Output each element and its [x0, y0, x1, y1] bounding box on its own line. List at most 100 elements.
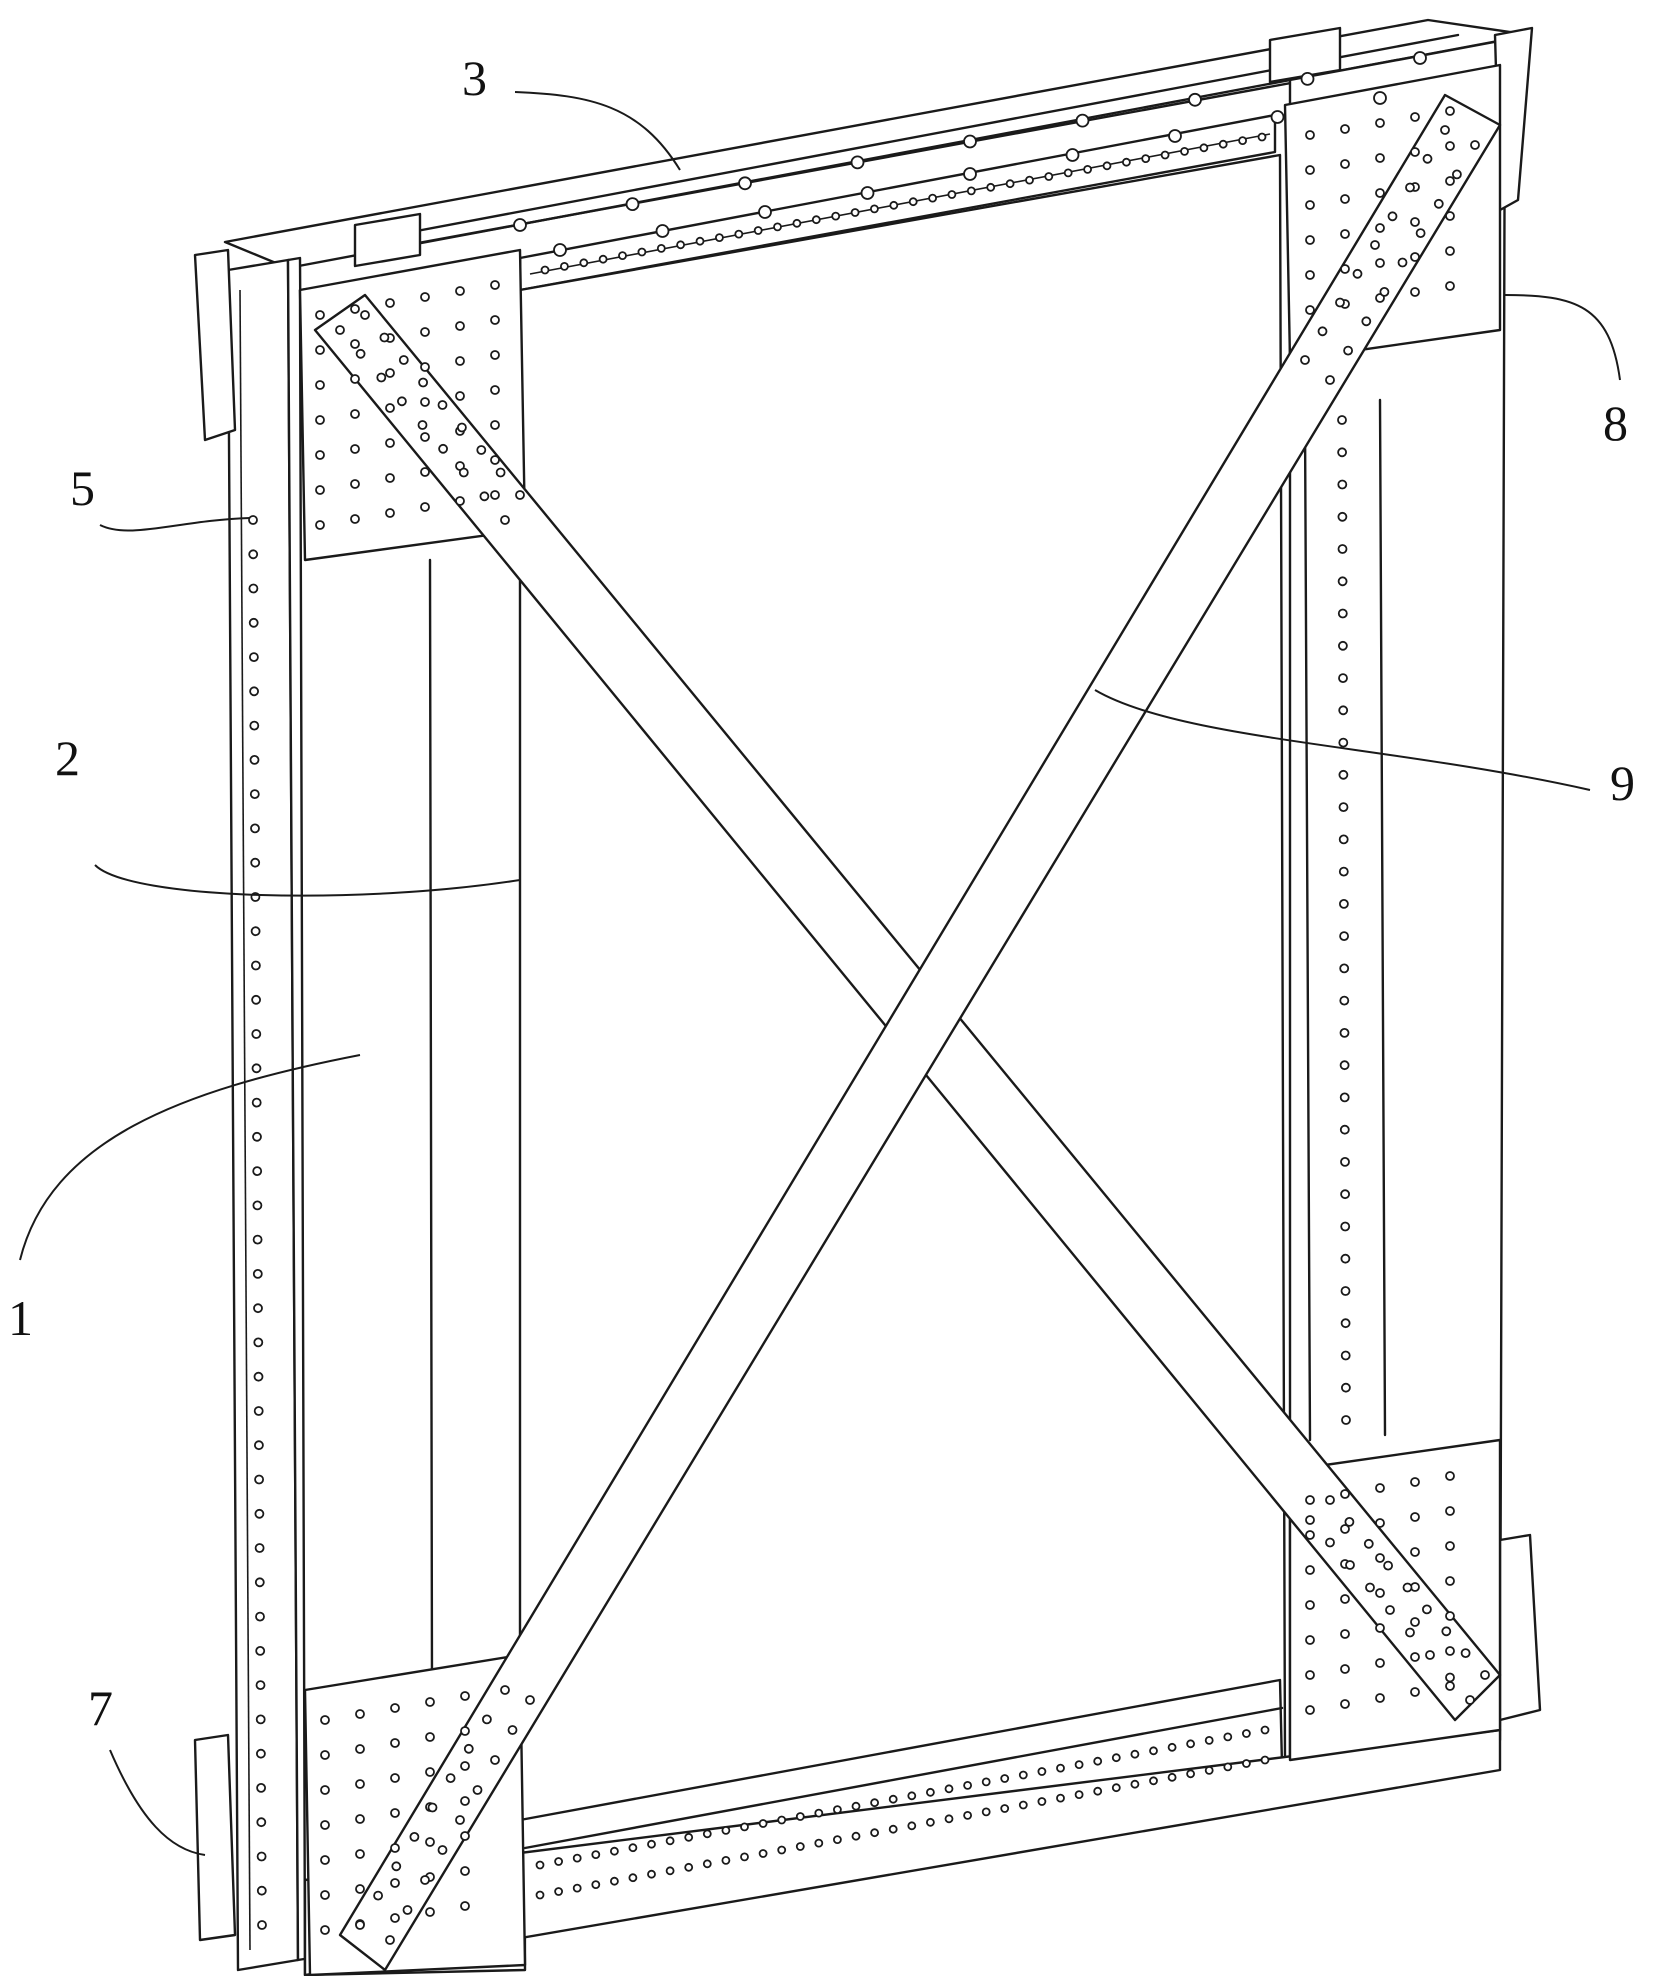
bolt-hole [1305, 1705, 1315, 1715]
bolt-hole [320, 1785, 330, 1795]
bolt-hole [1370, 240, 1380, 250]
bolt-hole [1410, 1687, 1420, 1697]
bolt-hole [814, 1838, 824, 1848]
bolt-hole [460, 1691, 470, 1701]
bolt-hole [535, 1890, 545, 1900]
bolt-hole [437, 400, 448, 410]
bolt-hole [963, 167, 977, 181]
bolt-hole [360, 310, 370, 320]
bolt-hole [315, 450, 325, 460]
bolt-hole [870, 1828, 879, 1838]
bolt-hole [315, 520, 325, 530]
bolt-hole [427, 1802, 438, 1813]
bolt-hole [1025, 175, 1034, 185]
bolt-hole [455, 321, 465, 331]
bolt-hole [445, 1773, 456, 1783]
bolt-hole [385, 508, 395, 518]
bolt-hole [860, 186, 875, 200]
bolt-hole [1186, 1739, 1195, 1749]
bolt-hole [888, 1824, 898, 1834]
bolt-hole [610, 1876, 619, 1886]
bolt-hole [1337, 544, 1348, 554]
bolt-hole [851, 1831, 861, 1841]
bolt-hole [1375, 1588, 1385, 1598]
bolt-hole [1445, 141, 1455, 151]
bolt-hole [1260, 1725, 1270, 1735]
bolt-hole [888, 1794, 898, 1804]
bolt-hole [1300, 355, 1310, 365]
bolt-hole [792, 218, 802, 228]
bolt-hole [315, 415, 325, 425]
bolt-hole [1338, 673, 1348, 683]
bolt-hole [1340, 1350, 1351, 1361]
bolt-hole [1141, 154, 1151, 164]
bolt-hole [1339, 1028, 1350, 1038]
bolt-hole [1410, 112, 1420, 122]
bolt-hole [253, 1371, 264, 1382]
bolt-hole [1340, 1594, 1350, 1604]
bolt-hole [1056, 1763, 1065, 1773]
bolt-hole [1410, 1477, 1420, 1487]
bolt-hole [1379, 286, 1390, 297]
bolt-hole [1410, 147, 1420, 157]
bolt-hole [1093, 1786, 1103, 1796]
bolt-hole [390, 1843, 400, 1853]
bolt-hole [1445, 246, 1455, 256]
bolt-hole [425, 1767, 435, 1777]
bolt-hole [1375, 1553, 1385, 1563]
bolt-hole [1149, 1776, 1158, 1786]
bolt-hole [249, 789, 260, 799]
bolt-hole [1340, 194, 1350, 204]
bolt-hole [1065, 148, 1080, 162]
bolt-hole [315, 380, 325, 390]
bolt-hole [1410, 252, 1420, 262]
bolt-hole [1361, 316, 1372, 327]
bolt-hole [1242, 1759, 1251, 1768]
bolt-hole [1339, 1124, 1350, 1135]
bolt-hole [598, 254, 608, 264]
bolt-hole [350, 304, 360, 314]
bolt-hole [1238, 136, 1247, 146]
bolt-hole [1074, 1760, 1084, 1769]
bolt-hole [618, 251, 627, 261]
bolt-hole [1425, 1650, 1435, 1660]
bolt-hole [579, 258, 589, 268]
bolt-hole [251, 1063, 262, 1074]
bolt-hole [1415, 228, 1426, 239]
bolt-hole [253, 1406, 264, 1416]
bolt-hole [255, 1680, 266, 1690]
bolt-hole [889, 200, 899, 210]
bolt-hole [390, 1738, 400, 1748]
bolt-hole [1445, 106, 1455, 116]
bolt-hole [1305, 235, 1315, 245]
bolt-hole [1335, 297, 1345, 308]
bolt-hole [1305, 1565, 1315, 1575]
bolt-hole [777, 1815, 787, 1825]
bolt-hole [554, 1857, 563, 1866]
bolt-hole [1410, 217, 1420, 227]
bolt-hole [455, 391, 465, 401]
bolt-hole [251, 1097, 262, 1108]
bolt-hole [721, 1826, 731, 1835]
bolt-hole [252, 1234, 263, 1245]
bolt-hole [255, 1611, 265, 1622]
bolt-hole [458, 467, 469, 478]
bolt-hole [1445, 1611, 1455, 1621]
bolt-hole [1339, 1092, 1350, 1103]
bolt-hole [425, 1732, 435, 1742]
bolt-hole [1218, 139, 1228, 149]
bolt-hole [928, 193, 937, 203]
bolt-hole [753, 226, 763, 235]
bolt-hole [833, 1835, 842, 1844]
bolt-hole [1445, 1646, 1455, 1656]
bolt-hole [1338, 866, 1349, 877]
bolt-hole [1375, 1623, 1385, 1633]
bolt-hole [385, 368, 395, 378]
top-beam [223, 18, 1532, 292]
bolt-hole [409, 1832, 420, 1842]
bolt-hole [1441, 1626, 1452, 1637]
bolt-hole [1188, 92, 1202, 107]
bolt-hole [385, 1935, 395, 1945]
bolt-hole [350, 339, 360, 349]
